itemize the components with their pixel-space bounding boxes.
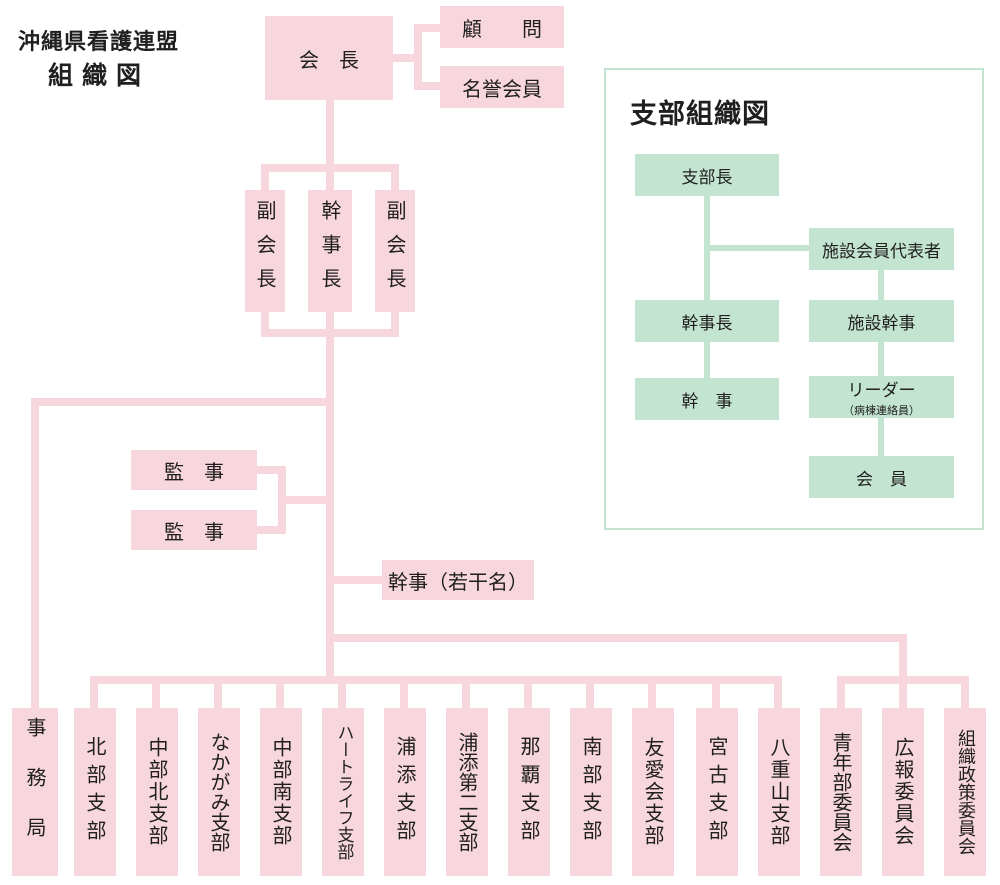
- facility-rep-label: 施設会員代表者: [822, 241, 941, 262]
- secretary-general-label: 幹事長: [318, 200, 342, 302]
- member-label: 会 員: [856, 469, 907, 490]
- branch-secretary-general-label: 幹事長: [681, 313, 733, 334]
- committee-label-pr: 広報委員会: [891, 737, 915, 847]
- branch-secretary-label: 幹 事: [681, 391, 733, 412]
- chart-title: 沖縄県看護連盟: [18, 30, 180, 55]
- office-label: 事務局: [23, 717, 47, 867]
- branch-label-nanbu: 南部支部: [579, 736, 603, 848]
- committee-label-youth: 青年部委員会: [829, 732, 853, 852]
- member-box: 会 員: [809, 456, 954, 498]
- advisor-box: 顧 問: [440, 6, 564, 48]
- branch-label-miyako: 宮古支部: [705, 736, 729, 848]
- facility-rep-box: 施設会員代表者: [809, 228, 954, 270]
- branch-box-naha: 那覇支部: [508, 708, 550, 876]
- leader-label: リーダー: [847, 381, 916, 401]
- branch-label-urasoe: 浦添支部: [393, 736, 417, 848]
- branch-box-urasoe2: 浦添第二支部: [446, 708, 488, 876]
- branch-label-nakagami: なかがみ支部: [207, 732, 231, 852]
- auditor-box-2: 監 事: [131, 510, 257, 550]
- branch-head-box: 支部長: [635, 154, 779, 196]
- secretary-general-box: 幹事長: [308, 190, 352, 312]
- branch-label-yuaikai: 友愛会支部: [641, 737, 665, 847]
- branch-box-hokubu: 北部支部: [74, 708, 116, 876]
- vice-president-right-label: 副会長: [383, 200, 407, 302]
- leader-sub-label: （病棟連絡員）: [843, 404, 920, 417]
- branch-box-urasoe: 浦添支部: [384, 708, 426, 876]
- branch-label-heartlife: ハートライフ支部: [333, 724, 354, 860]
- branch-box-nanbu: 南部支部: [570, 708, 612, 876]
- branch-label-hokubu: 北部支部: [83, 736, 107, 848]
- president-box: 会 長: [265, 16, 393, 100]
- committee-box-policy: 組織政策委員会: [944, 708, 986, 876]
- branch-secretary-general-box: 幹事長: [635, 300, 779, 342]
- advisor-label-right: 問: [522, 16, 542, 41]
- directors-box: 幹事（若干名）: [382, 560, 534, 600]
- committee-box-pr: 広報委員会: [882, 708, 924, 876]
- branch-label-urasoe2: 浦添第二支部: [455, 732, 479, 852]
- branch-label-yaeyama: 八重山支部: [767, 737, 791, 847]
- branch-label-chubukita: 中部北支部: [145, 737, 169, 847]
- branch-org-panel: [604, 68, 984, 530]
- branch-box-yaeyama: 八重山支部: [758, 708, 800, 876]
- chart-subtitle: 組織図: [48, 61, 151, 90]
- vice-president-right-box: 副会長: [375, 190, 415, 312]
- branch-box-chubukita: 中部北支部: [136, 708, 178, 876]
- branch-label-chubuminami: 中部南支部: [269, 737, 293, 847]
- branch-box-nakagami: なかがみ支部: [198, 708, 240, 876]
- vice-president-left-box: 副会長: [245, 190, 285, 312]
- branch-org-title: 支部組織図: [630, 99, 770, 130]
- branch-head-label: 支部長: [681, 167, 733, 188]
- branch-box-heartlife: ハートライフ支部: [322, 708, 364, 876]
- branch-label-naha: 那覇支部: [517, 736, 541, 848]
- branch-secretary-box: 幹 事: [635, 378, 779, 420]
- committee-label-policy: 組織政策委員会: [955, 729, 976, 855]
- advisor-label-left: 顧: [462, 16, 482, 41]
- honorary-member-box: 名誉会員: [440, 66, 564, 108]
- office-box: 事務局: [12, 708, 58, 876]
- vice-president-left-label: 副会長: [253, 200, 277, 302]
- facility-secretary-label: 施設幹事: [847, 313, 916, 334]
- auditor-box-1: 監 事: [131, 450, 257, 490]
- branch-box-miyako: 宮古支部: [696, 708, 738, 876]
- facility-secretary-box: 施設幹事: [809, 300, 954, 342]
- branch-box-chubuminami: 中部南支部: [260, 708, 302, 876]
- branch-box-yuaikai: 友愛会支部: [632, 708, 674, 876]
- committee-box-youth: 青年部委員会: [820, 708, 862, 876]
- leader-box: リーダー （病棟連絡員）: [809, 376, 954, 418]
